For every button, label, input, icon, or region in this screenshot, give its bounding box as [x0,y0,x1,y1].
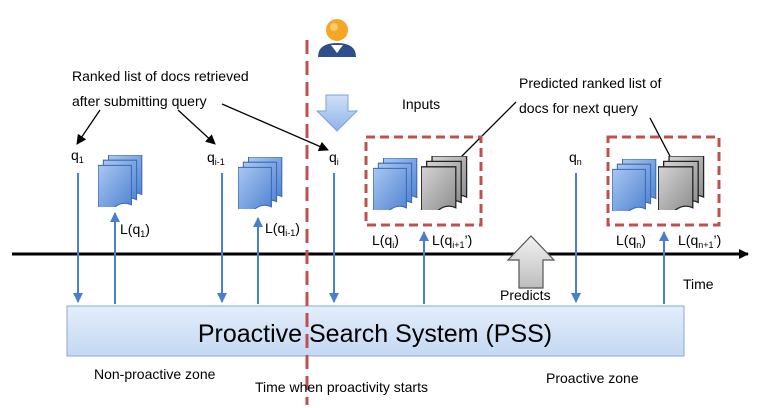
ranked-list-text-line1: Ranked list of docs retrieved [72,68,249,84]
predicted-doc-stack-qi+1 [421,156,468,210]
inputs-box [364,135,483,227]
doc-stack-q1 [98,155,143,207]
query-qi-label: qi [329,149,339,167]
doc-stack-qi [373,158,418,210]
doc-stack-qi-1 [238,157,283,209]
callout-arrow-qi-1 [177,109,216,145]
L-qn+1-prime-label: L(qn+1’) [678,232,721,250]
non-proactive-zone-label: Non-proactive zone [94,366,216,382]
ranked-list-text-line2: after submitting query [72,93,207,109]
user-icon [318,19,356,57]
predicts-label: Predicts [500,287,551,303]
pss-label: Proactive Search System (PSS) [198,320,552,348]
predicted-doc-stack-qn+1 [658,156,705,210]
L-qi-1-label: L(qi-1) [265,220,300,238]
proactivity-start-label: Time when proactivity starts [255,379,428,395]
query-q1-label: q1 [71,147,84,165]
time-label: Time [683,276,714,292]
pss-box [66,305,685,357]
callout-arrow-qi [221,103,329,152]
L-qi-label: L(qi) [372,232,399,250]
big-down-arrow [315,94,359,132]
callout-arrow-q1 [76,109,101,145]
query-qi-1-label: qi-1 [207,149,225,167]
predicts-arrow [506,235,556,289]
query-qn-label: qn [569,149,582,167]
inputs-label: Inputs [402,96,440,112]
predicted-text-line1: Predicted ranked list of [519,75,662,91]
L-q1-label: L(q1) [120,221,150,239]
proactive-zone-label: Proactive zone [546,370,639,386]
L-qi+1-prime-label: L(qi+1’) [432,232,472,250]
predicted-box-qn [606,135,721,227]
predicted-text-line2: docs for next query [519,100,638,116]
doc-stack-qn [612,159,657,211]
L-qn-label: L(qn) [616,232,646,250]
